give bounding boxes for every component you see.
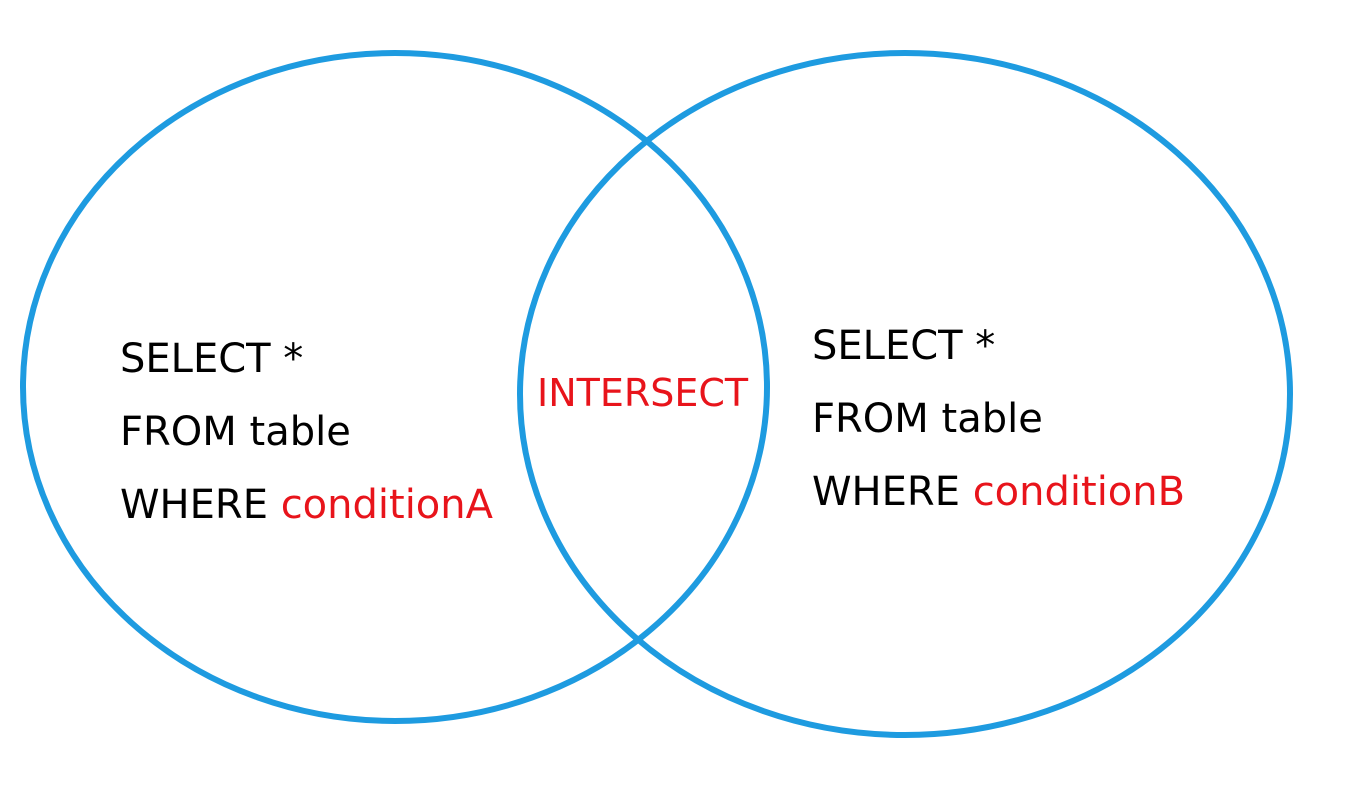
left-condition: conditionA (280, 482, 493, 528)
right-where-keyword: WHERE (812, 469, 960, 515)
left-set-circle (20, 50, 770, 724)
right-select-line: SELECT * (812, 323, 996, 369)
left-query-text: SELECT * FROM table WHERE conditionA (120, 323, 493, 542)
intersect-label: INTERSECT (537, 371, 749, 415)
right-condition: conditionB (972, 469, 1186, 515)
right-set-circle (517, 50, 1293, 738)
left-where-keyword: WHERE (120, 482, 268, 528)
right-query-text: SELECT * FROM table WHERE conditionB (812, 310, 1185, 529)
right-where-line: WHERE conditionB (812, 456, 1185, 529)
left-where-line: WHERE conditionA (120, 469, 493, 542)
left-from-line: FROM table (120, 409, 351, 455)
left-select-line: SELECT * (120, 336, 304, 382)
right-from-line: FROM table (812, 396, 1043, 442)
